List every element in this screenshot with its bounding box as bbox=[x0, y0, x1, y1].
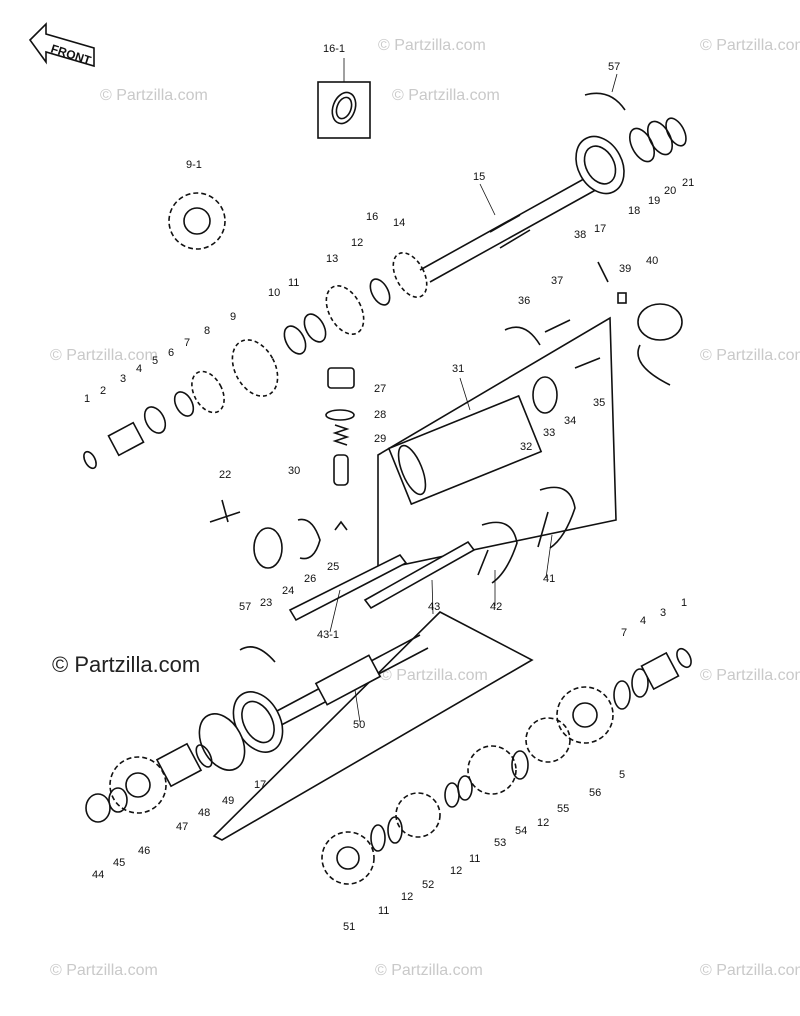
callout-12-lower-a: 12 bbox=[537, 817, 549, 829]
callout-40: 40 bbox=[646, 255, 658, 267]
callout-46: 46 bbox=[138, 845, 150, 857]
shift-rods bbox=[288, 486, 576, 622]
callout-22: 22 bbox=[219, 469, 231, 481]
callout-11: 11 bbox=[288, 277, 299, 289]
callout-30: 30 bbox=[288, 465, 300, 477]
callout-13: 13 bbox=[326, 253, 338, 265]
callout-labels: 16-1 57 9-1 15 21 20 19 18 17 16 14 38 4… bbox=[84, 43, 694, 933]
watermark: © Partzilla.com bbox=[50, 962, 158, 979]
front-arrow-icon: FRONT bbox=[28, 22, 95, 68]
callout-57: 57 bbox=[608, 61, 620, 73]
callout-21: 21 bbox=[682, 177, 694, 189]
callout-43: 43 bbox=[428, 601, 440, 613]
callout-19: 19 bbox=[648, 195, 660, 207]
callout-31: 31 bbox=[452, 363, 464, 375]
watermark: © Partzilla.com bbox=[392, 87, 500, 104]
callout-17-lower: 17 bbox=[254, 779, 266, 791]
callout-41: 41 bbox=[543, 573, 555, 585]
callout-20: 20 bbox=[664, 185, 676, 197]
watermark: © Partzilla.com bbox=[700, 962, 800, 979]
shift-drum-box bbox=[377, 316, 617, 571]
callout-34: 34 bbox=[564, 415, 576, 427]
callout-53: 53 bbox=[494, 837, 506, 849]
callout-18: 18 bbox=[628, 205, 640, 217]
callout-57-lower: 57 bbox=[239, 601, 251, 613]
callout-9: 9 bbox=[230, 311, 236, 323]
callout-36: 36 bbox=[518, 295, 530, 307]
callout-54: 54 bbox=[515, 825, 527, 837]
callout-29: 29 bbox=[374, 433, 386, 445]
callout-35: 35 bbox=[593, 397, 605, 409]
callout-5-lower: 5 bbox=[619, 769, 625, 781]
watermark: © Partzilla.com bbox=[700, 667, 800, 684]
leader-lines bbox=[329, 58, 618, 723]
callout-16-1: 16-1 bbox=[323, 43, 345, 55]
upper-shaft bbox=[83, 92, 687, 470]
callout-7: 7 bbox=[184, 337, 190, 349]
callout-56: 56 bbox=[589, 787, 601, 799]
callout-24: 24 bbox=[282, 585, 294, 597]
callout-10: 10 bbox=[268, 287, 280, 299]
callout-17: 17 bbox=[594, 223, 606, 235]
callout-32: 32 bbox=[520, 441, 532, 453]
callout-52: 52 bbox=[422, 879, 434, 891]
callout-42: 42 bbox=[490, 601, 502, 613]
watermark: © Partzilla.com bbox=[378, 37, 486, 54]
callout-44: 44 bbox=[92, 869, 104, 881]
callout-47: 47 bbox=[176, 821, 188, 833]
callout-12-lower-b: 12 bbox=[450, 865, 462, 877]
watermark-main: © Partzilla.com bbox=[52, 652, 200, 677]
callout-33: 33 bbox=[543, 427, 555, 439]
lower-shaft-outline bbox=[212, 611, 534, 841]
callout-49: 49 bbox=[222, 795, 234, 807]
callout-23: 23 bbox=[260, 597, 272, 609]
callout-39: 39 bbox=[619, 263, 631, 275]
callout-4-lower: 4 bbox=[640, 615, 646, 627]
callout-28: 28 bbox=[374, 409, 386, 421]
callout-6: 6 bbox=[168, 347, 174, 359]
misc-parts bbox=[209, 261, 683, 569]
callout-37: 37 bbox=[551, 275, 563, 287]
callout-1-lower: 1 bbox=[681, 597, 687, 609]
callout-27: 27 bbox=[374, 383, 386, 395]
callout-45: 45 bbox=[113, 857, 125, 869]
callout-8: 8 bbox=[204, 325, 210, 337]
callout-5: 5 bbox=[152, 355, 158, 367]
callout-50: 50 bbox=[353, 719, 365, 731]
callout-14: 14 bbox=[393, 217, 405, 229]
callout-7-lower: 7 bbox=[621, 627, 627, 639]
callout-38: 38 bbox=[574, 229, 586, 241]
callout-9-1: 9-1 bbox=[186, 159, 202, 171]
part-16-1-box bbox=[317, 81, 371, 139]
callout-55: 55 bbox=[557, 803, 569, 815]
watermark-layer: © Partzilla.com © Partzilla.com © Partzi… bbox=[50, 37, 800, 979]
callout-12-lower-c: 12 bbox=[401, 891, 413, 903]
callout-3-lower: 3 bbox=[660, 607, 666, 619]
callout-16: 16 bbox=[366, 211, 378, 223]
watermark: © Partzilla.com bbox=[700, 347, 800, 364]
part-9-1-gear bbox=[168, 192, 226, 250]
callout-26: 26 bbox=[304, 573, 316, 585]
watermark: © Partzilla.com bbox=[700, 37, 800, 54]
callout-11-lower-b: 11 bbox=[378, 905, 389, 917]
callout-3: 3 bbox=[120, 373, 126, 385]
callout-1: 1 bbox=[84, 393, 90, 405]
callout-11-lower-a: 11 bbox=[469, 853, 480, 865]
callout-2: 2 bbox=[100, 385, 106, 397]
callout-43-1: 43-1 bbox=[317, 629, 339, 641]
lower-shaft bbox=[85, 634, 692, 885]
callout-51: 51 bbox=[343, 921, 355, 933]
callout-15: 15 bbox=[473, 171, 485, 183]
callout-48: 48 bbox=[198, 807, 210, 819]
watermark: © Partzilla.com bbox=[375, 962, 483, 979]
callout-25: 25 bbox=[327, 561, 339, 573]
callout-4: 4 bbox=[136, 363, 142, 375]
watermark: © Partzilla.com bbox=[100, 87, 208, 104]
watermark: © Partzilla.com bbox=[380, 667, 488, 684]
callout-12: 12 bbox=[351, 237, 363, 249]
watermark: © Partzilla.com bbox=[50, 347, 158, 364]
